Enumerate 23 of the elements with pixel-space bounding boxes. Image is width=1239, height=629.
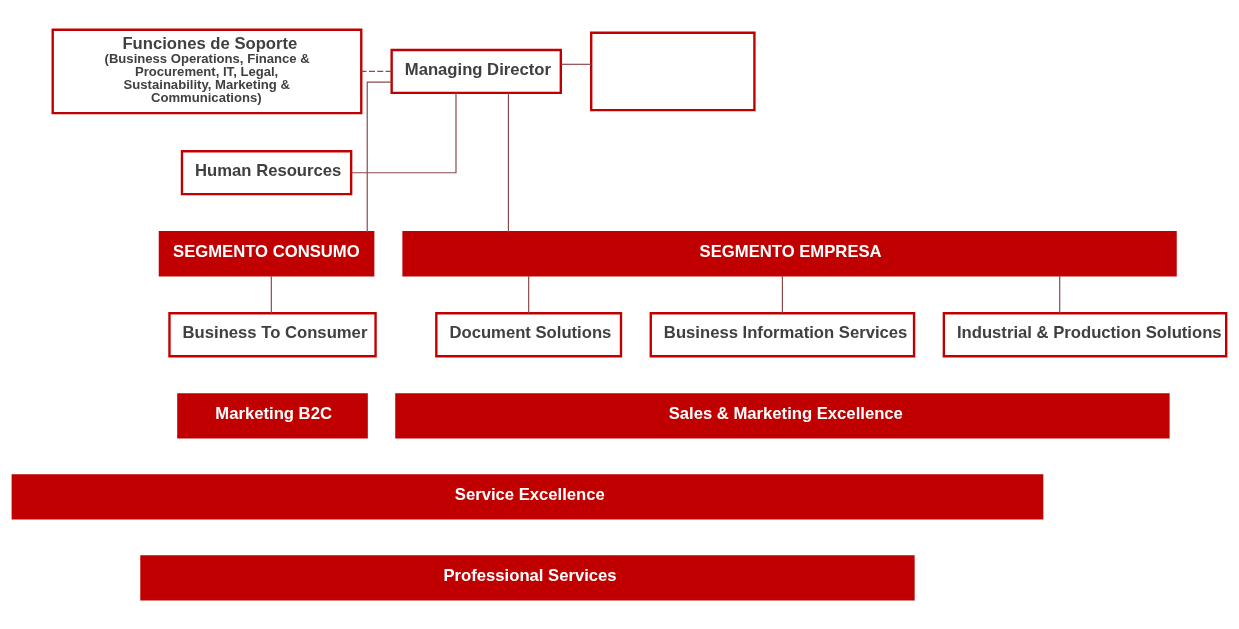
node-box: SEGMENTO EMPRESA bbox=[402, 231, 1177, 277]
node-box: Service Excellence bbox=[11, 474, 1044, 520]
node-box: Funciones de Soporte (Business Operations, Finance & Procurement, IT, Legal, Sustainability, Marketing & Communications) bbox=[51, 28, 363, 115]
node-box bbox=[590, 31, 756, 112]
node-box: Sales & Marketing Excellence bbox=[395, 393, 1170, 439]
connector bbox=[350, 92, 457, 174]
connector bbox=[560, 63, 592, 65]
connector bbox=[507, 92, 509, 233]
node-box: Industrial & Production Solutions bbox=[942, 312, 1228, 358]
connector bbox=[1059, 274, 1061, 314]
node-box: Document Solutions bbox=[435, 312, 623, 358]
connector bbox=[360, 70, 392, 73]
node-box: Managing Director bbox=[390, 48, 563, 95]
connector bbox=[781, 274, 783, 314]
node-box: Business To Consumer bbox=[168, 312, 377, 358]
connector bbox=[528, 274, 530, 314]
node-box: Marketing B2C bbox=[177, 393, 368, 439]
connector bbox=[270, 274, 272, 314]
node-box: Professional Services bbox=[140, 555, 915, 601]
node-box: Business Information Services bbox=[649, 312, 916, 358]
node-box: Human Resources bbox=[180, 150, 353, 196]
node-box: SEGMENTO CONSUMO bbox=[158, 231, 375, 277]
connector bbox=[366, 81, 393, 233]
